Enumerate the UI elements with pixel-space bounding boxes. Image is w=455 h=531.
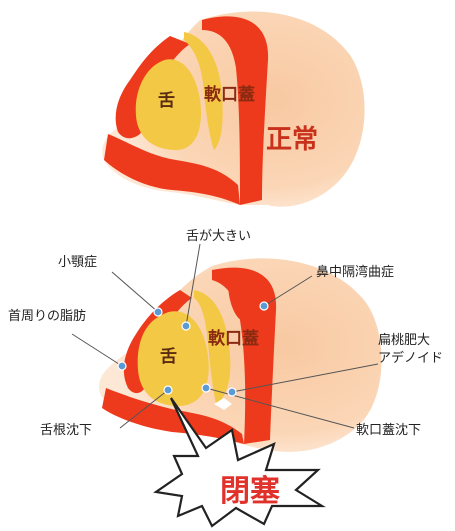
callout-glossoptosis: 舌根沈下 — [40, 423, 92, 438]
leader-glossoptosis — [119, 389, 169, 429]
normal-soft-palate-label: 軟口蓋 — [204, 84, 255, 105]
callout-septum-deviation: 鼻中隔湾曲症 — [316, 264, 394, 280]
obstruction-burst — [153, 397, 326, 528]
callout-micrognathia: 小顎症 — [58, 255, 97, 270]
obstructed-airway-figure: 舌 軟口蓋 舌が大きい 小顎症 首周りの脂肪 舌根沈下 鼻中隔湾曲症 扁 — [8, 229, 443, 528]
obstruction-burst-label: 閉塞 — [220, 474, 280, 509]
callout-tonsils-line1: 扁桃肥大 — [378, 333, 430, 348]
normal-state-label: 正常 — [266, 125, 318, 155]
marker-palate-drop — [201, 383, 211, 393]
callout-tonsils-line2: アデノイド — [378, 350, 443, 366]
callout-large-tongue: 舌が大きい — [186, 229, 251, 244]
callout-neck-fat: 首周りの脂肪 — [8, 308, 86, 324]
marker-tonsils — [227, 387, 237, 397]
normal-airway-figure: 舌 軟口蓋 正常 — [102, 11, 365, 207]
leader-tonsils — [231, 363, 379, 393]
obstructed-soft-palate-label: 軟口蓋 — [208, 328, 259, 349]
obstructed-nasal-tissue — [228, 279, 274, 323]
airway-collapse-mark — [214, 398, 232, 410]
marker-neck-fat — [117, 361, 127, 371]
leader-micrognathia — [111, 271, 159, 313]
obstructed-soft-palate — [194, 290, 231, 404]
normal-pharynx-tissue — [202, 16, 269, 205]
marker-glossoptosis — [163, 385, 173, 395]
callout-markers — [117, 301, 269, 397]
normal-head-silhouette — [102, 11, 365, 207]
normal-jaw-tissue — [104, 134, 240, 205]
leader-neck-fat — [71, 333, 123, 367]
leader-septum — [263, 275, 313, 307]
obstructed-tongue-label: 舌 — [160, 346, 177, 367]
marker-large-tongue — [181, 321, 191, 331]
normal-tongue — [135, 59, 201, 151]
marker-micrognathia — [153, 307, 163, 317]
obstructed-jaw-tissue — [102, 388, 244, 444]
normal-tongue-label: 舌 — [158, 90, 175, 111]
marker-septum — [259, 301, 269, 311]
leader-large-tongue — [185, 243, 201, 327]
obstructed-tongue — [137, 311, 209, 406]
callout-soft-palate-drop: 軟口蓋沈下 — [356, 422, 421, 438]
normal-soft-palate — [184, 32, 223, 150]
